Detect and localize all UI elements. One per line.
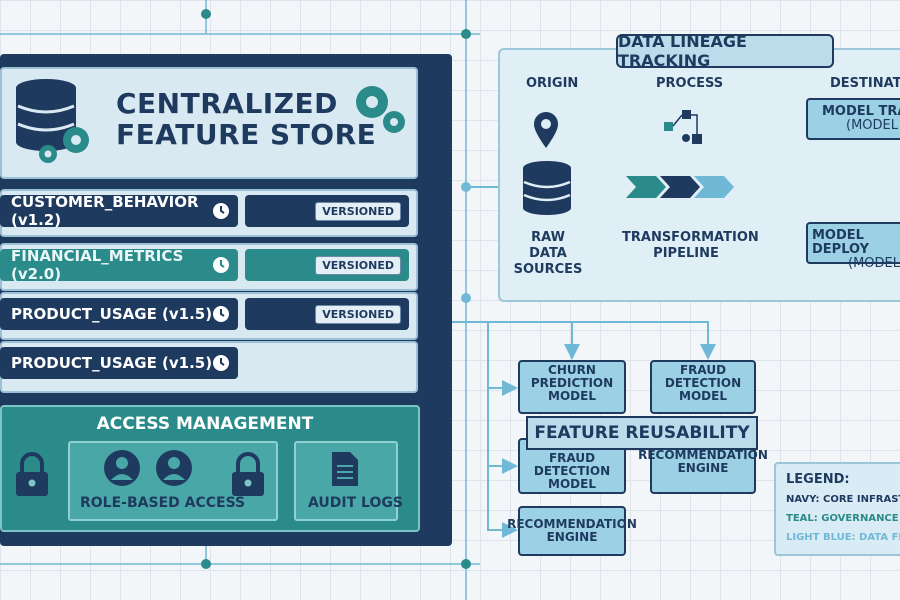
clock-icon <box>213 257 229 273</box>
feature-pill[interactable]: PRODUCT_USAGE (v1.5) <box>0 298 238 330</box>
clock-icon <box>213 306 229 322</box>
feature-name: PRODUCT_USAGE (v1.5) <box>11 305 213 323</box>
reuse-box[interactable]: FRAUD DETECTION MODEL <box>650 360 756 414</box>
legend-item-teal: TEAL: GOVERNANCE & S <box>786 513 900 524</box>
feature-store-title: CENTRALIZED FEATURE STORE <box>116 87 377 151</box>
database-icon <box>523 161 571 215</box>
feature-pill[interactable]: FINANCIAL_METRICS (v2.0) <box>0 247 238 283</box>
document-icon <box>332 452 358 486</box>
clock-icon <box>213 355 229 371</box>
users-icon <box>104 450 192 486</box>
feature-pill[interactable]: PRODUCT_USAGE (v1.5) <box>0 347 238 379</box>
data-lineage-title: DATA LINEAGE TRACKING <box>616 32 834 70</box>
feature-reusability-banner: FEATURE REUSABILITY <box>526 416 758 450</box>
version-bar: VERSIONED <box>245 195 409 227</box>
step-process: PROCESS <box>656 76 724 91</box>
database-gears-icon <box>16 79 89 163</box>
versioned-badge: VERSIONED <box>315 305 401 324</box>
clock-icon <box>213 203 229 219</box>
legend-title: LEGEND: <box>786 472 850 487</box>
feature-name: CUSTOMER_BEHAVIOR (v1.2) <box>11 193 199 229</box>
version-bar: VERSIONED <box>245 249 409 281</box>
feature-name: FINANCIAL_METRICS (v2.0) <box>11 247 184 283</box>
role-based-access-label: ROLE-BASED ACCESS <box>80 495 246 511</box>
step-destination: DESTINATI <box>830 76 900 91</box>
legend-item-light-blue: LIGHT BLUE: DATA FLOW <box>786 532 900 543</box>
flowchart-icon <box>664 110 702 144</box>
versioned-badge: VERSIONED <box>315 256 401 275</box>
legend-box <box>774 462 900 556</box>
reuse-box[interactable]: RECOMMENDATION ENGINE <box>507 506 637 556</box>
step-origin: ORIGIN <box>526 76 579 91</box>
model-deployment-box[interactable]: MODEL DEPLOY(MODEL B <box>806 222 900 271</box>
gear-icon <box>356 86 405 133</box>
feature-name: PRODUCT_USAGE (v1.5) <box>11 354 213 372</box>
legend-item-navy: NAVY: CORE INFRASTRU <box>786 494 900 505</box>
feature-pill[interactable]: CUSTOMER_BEHAVIOR (v1.2) <box>0 193 238 229</box>
pipeline-chevrons-icon <box>626 176 734 198</box>
lock-icon <box>16 452 48 496</box>
lock-icon <box>232 452 264 496</box>
access-management-title: ACCESS MANAGEMENT <box>96 414 314 434</box>
model-training-box[interactable]: MODEL TRAI(MODEL A <box>806 98 900 140</box>
versioned-badge: VERSIONED <box>315 202 401 221</box>
version-bar: VERSIONED <box>245 298 409 330</box>
audit-logs-label: AUDIT LOGS <box>308 495 403 511</box>
location-pin-icon <box>534 112 558 148</box>
reuse-box[interactable]: CHURN PREDICTION MODEL <box>518 360 626 414</box>
